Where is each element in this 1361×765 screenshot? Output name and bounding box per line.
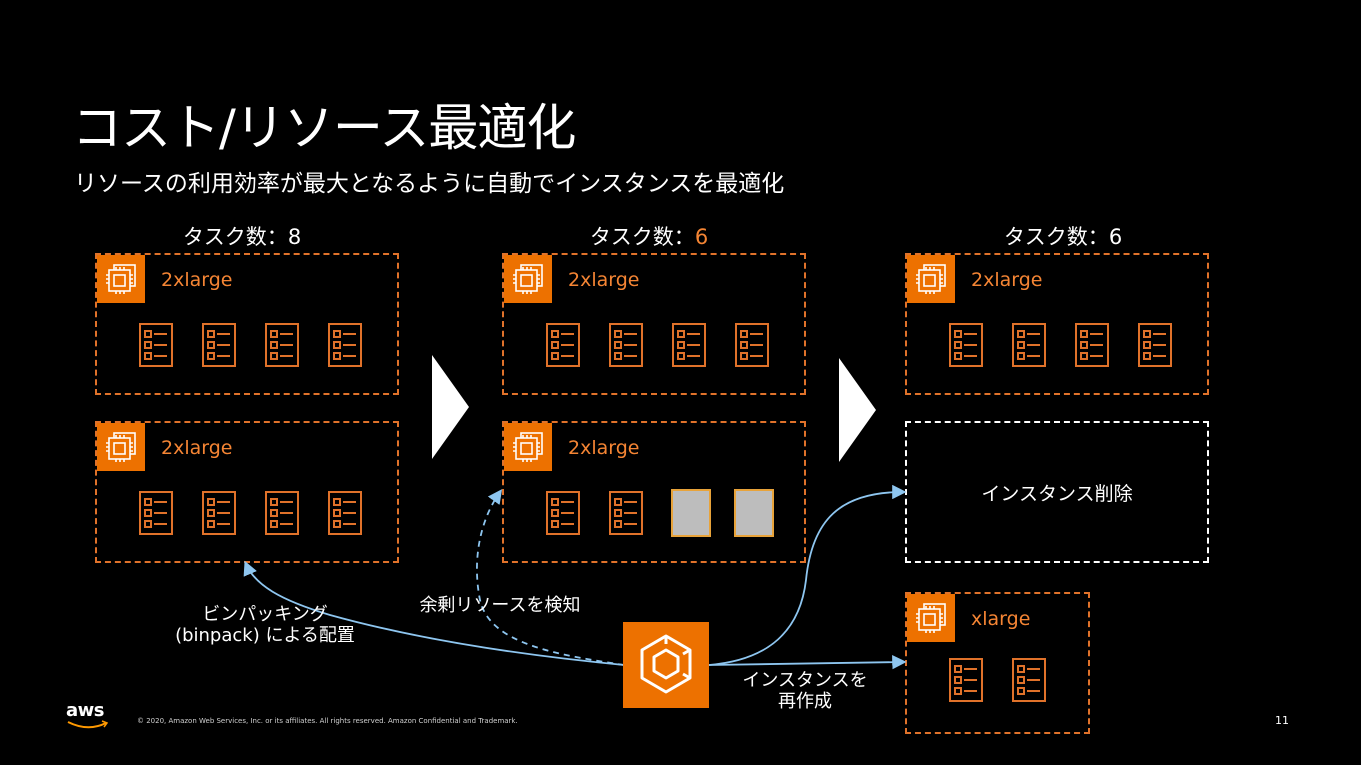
instance-box: xlarge (905, 592, 1090, 734)
ec2-instance-icon (907, 255, 955, 303)
deleted-instance-label: インスタンス削除 (981, 482, 1133, 505)
ecs-task-icon (1012, 658, 1046, 702)
recreate-caption-line2: 再作成 (778, 691, 832, 712)
instance-box: 2xlarge (502, 253, 806, 395)
ecs-task-icon (1138, 323, 1172, 367)
instance-type-label: 2xlarge (161, 269, 233, 291)
next-step-chevron-icon (432, 355, 470, 463)
instance-type-label: xlarge (971, 608, 1031, 630)
ecs-task-icon (139, 323, 173, 367)
binpack-arrow (243, 560, 625, 666)
detect-surplus-caption: 余剰リソースを検知 (419, 595, 581, 616)
ecs-task-icon (1012, 323, 1046, 367)
recreate-caption: インスタンスを 再作成 (725, 670, 885, 712)
ecs-service-icon (623, 622, 709, 708)
free-task-slot (734, 489, 774, 537)
instance-type-label: 2xlarge (971, 269, 1043, 291)
column-2-task-count: タスク数：6 (499, 221, 799, 251)
ecs-task-icon (949, 323, 983, 367)
ecs-task-icon (546, 323, 580, 367)
recreate-instance-arrow (708, 654, 907, 670)
aws-logo: aws (66, 702, 110, 730)
ec2-instance-icon (504, 423, 552, 471)
copyright-footer: © 2020, Amazon Web Services, Inc. or its… (137, 717, 518, 725)
slide-subtitle: リソースの利用効率が最大となるように自動でインスタンスを最適化 (74, 171, 785, 197)
ecs-task-icon (139, 491, 173, 535)
ecs-task-icon (265, 323, 299, 367)
instance-type-label: 2xlarge (568, 269, 640, 291)
binpack-caption-line1: ビンパッキング (202, 604, 328, 625)
ecs-task-icon (672, 323, 706, 367)
ecs-task-icon (265, 491, 299, 535)
column-3-task-count: タスク数：6 (913, 221, 1213, 251)
task-count-value: 6 (1108, 225, 1123, 249)
task-count-label: タスク数： (1003, 225, 1109, 249)
aws-logo-text: aws (66, 700, 105, 721)
slide-title: コスト/リソース最適化 (72, 99, 576, 157)
task-count-label: タスク数： (589, 225, 695, 249)
ec2-instance-icon (504, 255, 552, 303)
ecs-task-icon (328, 491, 362, 535)
ec2-instance-icon (97, 423, 145, 471)
ecs-task-icon (546, 491, 580, 535)
task-count-value: 6 (694, 225, 709, 249)
ecs-task-icon (609, 323, 643, 367)
ecs-task-icon (735, 323, 769, 367)
free-task-slot (671, 489, 711, 537)
ecs-task-icon (949, 658, 983, 702)
binpack-caption: ビンパッキング (binpack) による配置 (160, 604, 370, 646)
detect-surplus-arrow (476, 489, 625, 666)
ecs-task-icon (202, 323, 236, 367)
instance-box: 2xlarge (502, 421, 806, 563)
instance-box: 2xlarge (95, 253, 399, 395)
instance-type-label: 2xlarge (568, 437, 640, 459)
instance-type-label: 2xlarge (161, 437, 233, 459)
ecs-task-icon (609, 491, 643, 535)
column-1-task-count: タスク数：8 (92, 221, 392, 251)
ecs-task-icon (328, 323, 362, 367)
next-step-chevron-icon (839, 358, 877, 466)
ec2-instance-icon (97, 255, 145, 303)
instance-box: 2xlarge (905, 253, 1209, 395)
recreate-caption-line1: インスタンスを (742, 670, 868, 691)
ec2-instance-icon (907, 594, 955, 642)
task-count-value: 8 (287, 225, 302, 249)
delete-instance-arrow (708, 484, 907, 666)
page-number: 11 (1275, 714, 1289, 727)
ecs-task-icon (1075, 323, 1109, 367)
task-count-label: タスク数： (182, 225, 288, 249)
binpack-caption-line2: (binpack) による配置 (175, 625, 355, 646)
ecs-task-icon (202, 491, 236, 535)
